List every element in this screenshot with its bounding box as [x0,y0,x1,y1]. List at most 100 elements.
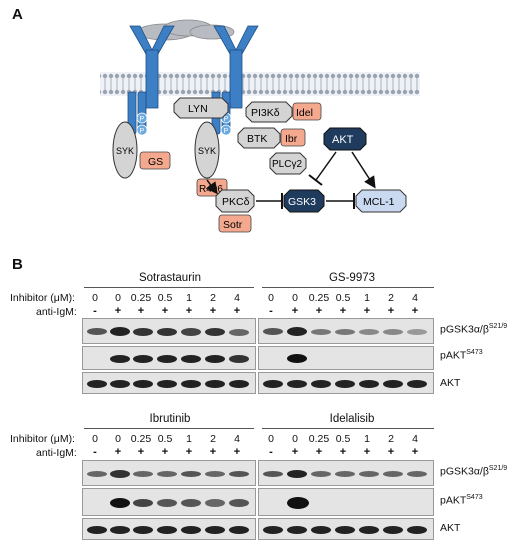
row-label-akt: AKT [440,377,461,389]
conc-label: 2 [388,292,394,304]
conc-label: 1 [186,292,192,304]
mcl1-label: MCL-1 [363,196,395,208]
igm-sign: - [93,446,97,458]
conc-label: 0 [268,292,274,304]
conc-label: 0.25 [308,292,330,304]
blot-pgsk3-idelalisib [258,460,434,486]
akt-to-mcl1-arrow [351,151,376,189]
pi3k-node [245,101,293,123]
igm-sign: + [291,305,299,317]
conc-label: 0 [92,433,98,445]
igm-sign: + [387,305,395,317]
drug-box-gs [139,151,171,170]
blot-akt-idelalisib [258,518,434,540]
syk-node-left [112,121,138,179]
igm-sign: + [137,446,145,458]
conc-label: 0 [292,292,298,304]
pkcd-label: PKCδ [222,196,250,208]
igm-sign: + [315,446,323,458]
igm-sign: + [209,446,217,458]
blot-pgsk3-ibrutinib [82,460,256,486]
conc-label: 4 [412,433,418,445]
conc-label: 2 [210,292,216,304]
phospho-label: P [140,116,145,123]
block-title-underline [84,428,254,429]
blot-akt-gs9973 [258,372,434,394]
igm-sign: - [93,305,97,317]
block-title-gs9973: GS-9973 [328,272,376,284]
row-label-pakt: pAKTS473 [440,349,483,362]
gsk3-node [283,189,325,213]
row-label-pakt: pAKTS473 [440,494,483,507]
drug-box-ibr [280,128,306,147]
pkcd-node [215,189,255,213]
block-title-underline [262,287,434,288]
conc-label: 0 [292,433,298,445]
syk-label-left: SYK [116,146,134,156]
signaling-pathway-diagram: P P P P SYK SYK GS R406 LYN PI3Kδ Idel B… [100,19,420,233]
block-title-idelalisib: Idelalisib [329,413,375,425]
inhibitor-label: Inhibitor (μM): [10,433,75,445]
igm-sign: + [291,446,299,458]
block-title-underline [84,287,254,288]
conc-label: 0.5 [157,292,173,304]
conc-label: 1 [364,433,370,445]
igm-sign: + [185,446,193,458]
conc-label: 1 [186,433,192,445]
akt-node [323,127,367,151]
drug-label-ibr: Ibr [285,133,298,145]
block-title-ibrutinib: Ibrutinib [149,413,191,425]
igm-sign: - [269,446,273,458]
conc-label: 4 [412,292,418,304]
igm-sign: + [233,446,241,458]
block-title-underline [262,428,434,429]
igm-sign: + [161,305,169,317]
lyn-label: LYN [188,103,208,115]
akt-inhibits-gsk3 [315,151,337,181]
btk-label: BTK [247,133,267,145]
akt-label: AKT [332,134,354,146]
syk-node-right [194,121,220,179]
phospho-label: P [140,128,145,135]
conc-label: 0.25 [308,433,330,445]
plcg2-node [269,152,307,175]
conc-label: 2 [388,433,394,445]
phospho-label: P [224,128,229,135]
drug-box-idel [292,102,322,121]
inhibitor-label: Inhibitor (μM): [10,292,75,304]
igm-sign: + [363,446,371,458]
igm-sign: + [411,446,419,458]
drug-label-sotr: Sotr [223,219,243,231]
mcl1-node [355,189,407,213]
blot-akt-sotrastaurin [82,372,256,394]
lyn-node [173,97,229,119]
igm-sign: + [411,305,419,317]
conc-label: 0 [268,433,274,445]
drug-label-idel: Idel [296,107,313,119]
block-title-sotrastaurin: Sotrastaurin [138,272,201,284]
blot-pgsk3-sotrastaurin [82,318,256,344]
igm-sign: + [114,446,122,458]
gsk3-label: GSK3 [288,196,316,208]
conc-label: 1 [364,292,370,304]
bcr-receptor-left [127,25,175,135]
blot-pakt-ibrutinib [82,488,256,516]
conc-label: 0.5 [335,433,351,445]
blot-pakt-gs9973 [258,346,434,370]
igm-sign: + [114,305,122,317]
igm-sign: + [137,305,145,317]
antiigm-label: anti-IgM: [36,306,77,318]
igm-sign: + [339,305,347,317]
plcg2-label: PLCγ2 [272,159,302,170]
phospho-label: P [224,116,229,123]
igm-sign: + [387,446,395,458]
igm-sign: + [161,446,169,458]
antiigm-label: anti-IgM: [36,447,77,459]
panel-b-letter: B [12,256,23,273]
drug-box-sotr [218,214,252,233]
blot-pgsk3-gs9973 [258,318,434,344]
igm-sign: + [339,446,347,458]
conc-label: 0.5 [157,433,173,445]
row-label-pgsk3: pGSK3α/βS21/9 [440,323,508,336]
pi3k-label: PI3Kδ [251,107,280,119]
